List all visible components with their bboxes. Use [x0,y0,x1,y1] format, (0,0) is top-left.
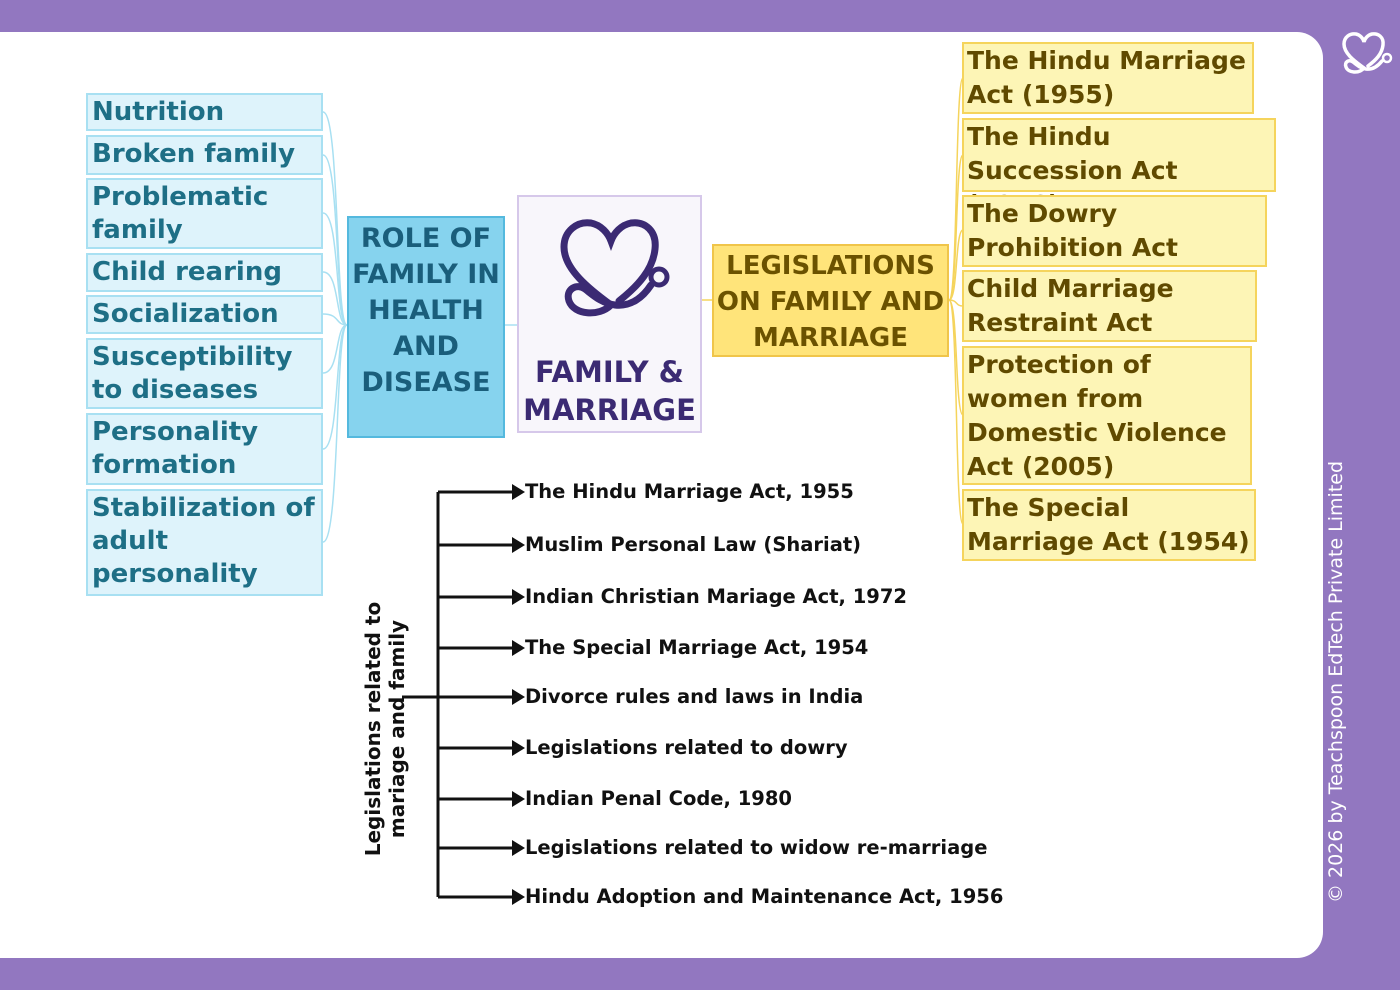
legislation-item-hindu-marriage: The Hindu Marriage Act (1955) [962,42,1254,114]
related-item: Muslim Personal Law (Shariat) [525,533,862,556]
related-item: Legislations related to dowry [525,736,848,759]
legislation-item-special-marriage: The Special Marriage Act (1954) [962,489,1256,561]
role-item-stabilization: Stabilization of adult personality [86,489,323,596]
related-item: The Hindu Marriage Act, 1955 [525,480,854,503]
role-item-nutrition: Nutrition [86,93,323,131]
role-item-socialization: Socialization [86,295,323,334]
heart-logo-icon [1342,32,1393,74]
legislations-node: LEGISLATIONS ON FAMILY AND MARRIAGE [712,244,949,357]
legislation-item-hindu-succession: The Hindu Succession Act (1956) [962,118,1276,219]
related-item: Hindu Adoption and Maintenance Act, 1956 [525,885,1004,908]
role-item-broken-family: Broken family [86,135,323,175]
center-node: FAMILY & MARRIAGE [517,195,702,433]
legislation-item-dowry-prohibition: The Dowry Prohibition Act (1961) [962,195,1267,296]
related-item: Legislations related to widow re-marriag… [525,836,988,859]
related-legislations-label: Legislations related to mariage and fami… [361,601,409,857]
role-item-child-rearing: Child rearing [86,253,323,292]
legislation-item-child-marriage: Child Marriage Restraint Act (1929) [962,270,1257,371]
role-item-susceptibility: Susceptibility to diseases [86,338,323,409]
role-of-family-node: ROLE OF FAMILY IN HEALTH AND DISEASE [347,216,505,438]
legislation-item-domestic-violence: Protection of women from Domestic Violen… [962,346,1252,485]
heart-stethoscope-icon [560,219,670,317]
related-item: Indian Penal Code, 1980 [525,787,793,810]
copyright-text: © 2026 by Teachspoon EdTech Private Limi… [1325,460,1347,904]
related-item: The Special Marriage Act, 1954 [525,636,869,659]
role-item-problematic-family: Problematic family [86,178,323,249]
center-title: FAMILY & MARRIAGE [523,355,696,427]
related-item: Indian Christian Mariage Act, 1972 [525,585,907,608]
role-item-personality-formation: Personality formation [86,413,323,485]
arrowheads [512,484,525,905]
related-item: Divorce rules and laws in India [525,685,864,708]
